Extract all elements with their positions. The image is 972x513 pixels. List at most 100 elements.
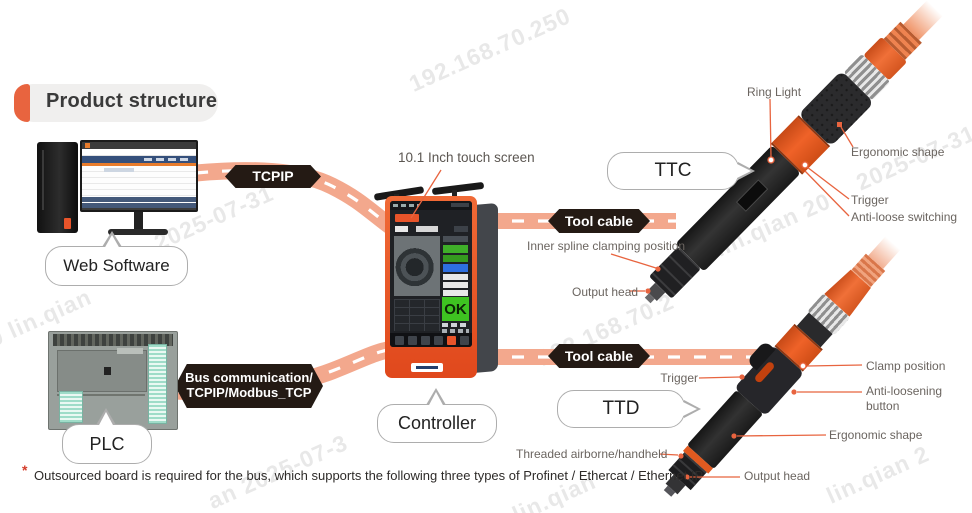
plc-door-panel: [57, 350, 147, 392]
plc-vent-left: [59, 391, 83, 423]
monitor-stand: [134, 212, 143, 229]
ttd-trigger-label: Trigger: [660, 371, 698, 385]
toolbar-icon: [421, 335, 430, 345]
footnote-text: Outsourced board is required for the bus…: [34, 468, 704, 483]
ttd-clamp-position-label: Clamp position: [866, 359, 946, 373]
ttd-threaded-label: Threaded airborne/handheld: [516, 447, 668, 461]
controller-handle-post: [452, 190, 457, 199]
screen-camera-image: [394, 236, 440, 296]
screen-ok-detail-1: [442, 323, 469, 327]
screen-ok-indicator: OK: [442, 297, 469, 321]
controller-label: Controller: [397, 413, 477, 433]
controller-brand-logo: [411, 363, 443, 372]
bus-label-line2: TCPIP/Modbus_TCP: [186, 385, 312, 400]
web-nav-bar: [82, 156, 196, 163]
tool-cable-banner-bottom: Tool cable: [548, 344, 650, 368]
tool-cable-label-bottom: Tool cable: [564, 347, 634, 364]
screen-result-label: [443, 236, 468, 242]
screen-field-1: [395, 226, 408, 232]
ttc-trigger-label: Trigger: [851, 193, 889, 207]
plc-vent-right: [148, 344, 167, 424]
tool-cable-label-top: Tool cable: [564, 212, 634, 229]
web-subheader: [82, 149, 196, 156]
web-software-bubble: Web Software: [45, 231, 188, 286]
plc-door-latch: [104, 367, 111, 375]
screen-white-row: [443, 274, 468, 280]
ttc-ring-light-label: Ring Light: [747, 85, 802, 99]
ttc-label: TTC: [654, 160, 692, 181]
ttc-ergonomic-shape-label: Ergonomic shape: [851, 145, 945, 159]
screen-orange-button: [395, 214, 419, 222]
bubble-pointer-fill: [683, 402, 697, 416]
pc-tower-logo: [64, 218, 71, 229]
status-right: [451, 203, 469, 207]
tool-cable-banner-top: Tool cable: [548, 209, 650, 233]
toolbar-icon: [434, 335, 443, 345]
controller-bubble: Controller: [377, 388, 497, 443]
plc-seam: [57, 394, 145, 396]
controller-handle-right: [431, 181, 485, 196]
screen-status-bar: [390, 201, 472, 210]
toolbar-icon: [395, 335, 404, 345]
screen-toolbar: [390, 333, 472, 347]
screen-field-3: [454, 226, 468, 232]
screen-green-bar-1: [443, 245, 468, 253]
footnote-asterisk: *: [22, 462, 28, 478]
toolbar-icon-active: [447, 335, 456, 345]
toolbar-icon: [408, 335, 417, 345]
web-accent-bar: [82, 163, 196, 166]
ttd-output-head-label: Output head: [744, 469, 811, 483]
ttd-bubble: TTD: [557, 390, 701, 428]
watermark: lin.qian 2: [822, 440, 934, 509]
ttd-label: TTD: [602, 398, 640, 419]
screen-green-bar-2: [443, 255, 468, 262]
ttc-output-head-label: Output head: [572, 285, 639, 299]
ttc-anti-loose-label: Anti-loose switching: [851, 210, 958, 224]
status-text: [393, 204, 419, 207]
pc-tower-vent: [42, 150, 44, 210]
web-logo-icon: [85, 143, 90, 148]
bubble-pointer-fill: [428, 392, 444, 407]
screen-data-table: [394, 299, 440, 331]
screen-white-row: [443, 282, 468, 288]
monitor: [80, 140, 198, 212]
web-content-area: [82, 166, 196, 196]
bus-communication-banner: Bus communication/ TCPIP/Modbus_TCP: [175, 364, 323, 408]
watermark: 192.168.70.250: [405, 2, 575, 97]
screen-white-row: [443, 290, 468, 296]
screen-field-2: [416, 226, 438, 232]
plc-bubble: PLC: [62, 408, 152, 464]
pc-tower: [37, 142, 78, 233]
ttd-ergonomic-shape-label: Ergonomic shape: [829, 428, 923, 442]
ttc-bubble: TTC: [607, 152, 755, 190]
bubble-pointer-fill: [104, 235, 120, 249]
tcpip-banner: TCPIP: [225, 165, 321, 188]
plc-nameplate: [117, 348, 143, 354]
touch-screen-note: 10.1 Inch touch screen: [398, 150, 535, 165]
web-header-bar: [82, 142, 196, 149]
screen-blue-bar: [443, 264, 468, 272]
bus-label-line1: Bus communication/: [185, 370, 313, 386]
web-footer-bar: [82, 208, 196, 210]
web-content-chip: [104, 168, 134, 172]
section-title-box: Product structure: [14, 84, 218, 122]
web-software-label: Web Software: [63, 256, 170, 275]
web-nav-items: [144, 158, 190, 161]
controller-device: OK: [385, 196, 477, 378]
ttc-nameplate: [735, 179, 769, 212]
ttc-inner-spline-label: Inner spline clamping position: [527, 239, 686, 253]
monitor-base: [108, 229, 168, 235]
brand-mark: [416, 366, 438, 369]
bubble-pointer-fill: [737, 164, 751, 178]
web-footer-row2: [82, 203, 196, 208]
page-title: Product structure: [46, 90, 218, 112]
web-software-screen: [82, 142, 196, 210]
plc-label: PLC: [89, 433, 125, 454]
controller-touch-screen[interactable]: OK: [390, 201, 472, 347]
title-accent-bar: [14, 84, 30, 122]
screen-ok-detail-2: [442, 329, 469, 333]
bubble-pointer-fill: [98, 412, 114, 427]
ttd-anti-loosening-label: Anti-loosening button: [866, 384, 943, 413]
web-footer-row1: [82, 197, 196, 202]
